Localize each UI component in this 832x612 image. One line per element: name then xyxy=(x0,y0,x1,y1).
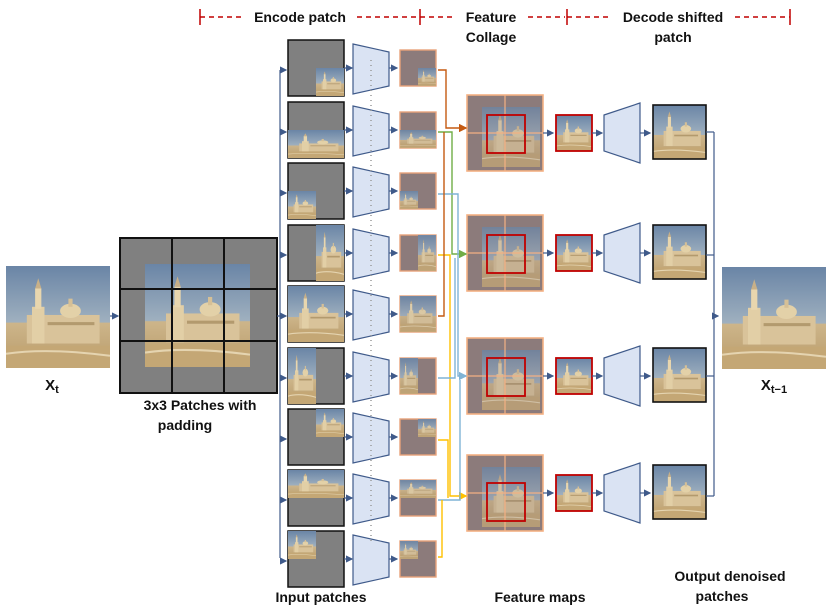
input-patch-rows xyxy=(280,39,437,588)
patch-row xyxy=(280,162,437,220)
padded-patch-grid xyxy=(119,237,278,394)
decode-shifted-title-1: Decode shifted xyxy=(623,9,723,25)
denoised-patch xyxy=(652,104,707,160)
decode-shifted-title-2: patch xyxy=(654,29,691,45)
patches-label-2: padding xyxy=(158,417,212,433)
output-label: Xt−1 xyxy=(761,377,787,396)
header-dashes xyxy=(199,9,791,25)
patches-label-1: 3x3 Patches with xyxy=(144,397,257,413)
patch-row xyxy=(280,530,437,588)
patch-row xyxy=(280,408,437,466)
output-denoised-label-1: Output denoised xyxy=(674,568,785,584)
patch-row xyxy=(280,285,437,343)
encoder-icon xyxy=(352,351,390,403)
encode-patch-title: Encode patch xyxy=(254,9,346,25)
denoised-patch xyxy=(652,347,707,403)
feature-collage-title-1: Feature xyxy=(466,9,517,25)
collage-row xyxy=(466,94,707,172)
collage-links xyxy=(438,69,468,558)
input-patches-label: Input patches xyxy=(275,589,366,605)
patch-row xyxy=(280,39,437,97)
output-merge xyxy=(706,131,720,497)
shifted-feature xyxy=(555,474,593,512)
shifted-feature xyxy=(555,234,593,272)
decoder-icon xyxy=(603,462,641,524)
patch-row xyxy=(280,469,437,527)
shifted-feature xyxy=(555,357,593,395)
patch-row xyxy=(280,347,437,405)
encoder-icon xyxy=(352,473,390,525)
feature-maps-label: Feature maps xyxy=(494,589,585,605)
patch-row xyxy=(280,224,437,282)
encoder-icon xyxy=(352,43,390,95)
encoder-icon xyxy=(352,534,390,586)
decoder-icon xyxy=(603,345,641,407)
input-label: Xt xyxy=(45,377,59,396)
encoder-icon xyxy=(352,412,390,464)
shift-window xyxy=(486,234,526,274)
denoised-patch xyxy=(652,224,707,280)
collage-row xyxy=(466,454,707,532)
denoised-patch xyxy=(652,464,707,520)
encoder-icon xyxy=(352,228,390,280)
shift-window xyxy=(486,357,526,397)
shifted-feature xyxy=(555,114,593,152)
output-image xyxy=(722,267,826,369)
shift-window xyxy=(486,482,526,522)
input-image xyxy=(6,266,110,368)
output-denoised-label-2: patches xyxy=(696,588,749,604)
collage-row xyxy=(466,214,707,292)
patch-row xyxy=(280,101,437,159)
decoder-icon xyxy=(603,102,641,164)
feature-collages xyxy=(466,94,707,532)
collage-row xyxy=(466,337,707,415)
shift-window xyxy=(486,114,526,154)
encoder-icon xyxy=(352,166,390,218)
feature-collage-title-2: Collage xyxy=(466,29,517,45)
decoder-icon xyxy=(603,222,641,284)
